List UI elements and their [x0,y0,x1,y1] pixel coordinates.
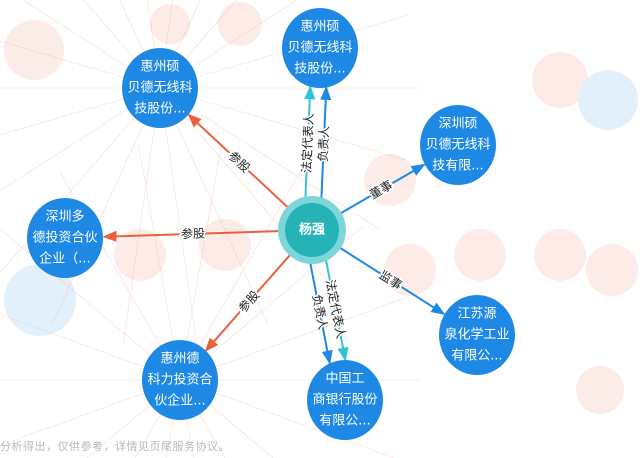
company-node-label-line: 深圳硕 [438,117,477,132]
edge-label: 法定代表人 [299,113,317,174]
edge-line [320,85,332,201]
company-node-label-line: 贝德无线科 [127,81,192,96]
edge-line [204,251,293,352]
company-node-label-line: 中国工 [325,372,364,387]
center-node-person[interactable]: 杨强 [278,196,346,264]
company-node-label-line: 技有限... [432,159,483,174]
edge-n6-role[interactable]: 负责人 [308,260,333,365]
company-node-label-line: 有限公... [319,414,370,429]
background-decoration [4,2,638,414]
edge-line [337,163,426,216]
edge-label: 参股 [181,225,205,241]
company-node-label-line: 企业（... [39,251,90,267]
edge-line [308,260,333,365]
edge-label: 负责人 [316,126,332,163]
company-node-label-line: 贝德无线科 [287,41,352,56]
company-node-label-line: 江苏源 [457,306,496,322]
company-node-label-line: 技股份... [134,102,185,117]
edge-line [324,257,349,362]
company-node-label-line: 伙企业... [154,393,205,409]
company-node-label-line: 商银行股份 [312,393,377,408]
edge-line [304,85,316,200]
disclaimer-text: 分析得出，仅供参考，详情见页尾服务协议。 [0,440,230,453]
company-node[interactable]: 惠州硕贝德无线科技股份... [122,48,198,128]
edge-line [187,113,291,211]
edge-line [336,245,446,315]
company-node[interactable]: 惠州硕贝德无线科技股份... [282,8,358,88]
company-node-label-line: 技股份... [294,62,345,77]
company-node-label-line: 惠州硕 [300,20,339,35]
company-node[interactable]: 深圳硕贝德无线科技有限... [420,105,496,185]
company-node[interactable]: 惠州德科力投资合伙企业... [142,340,218,420]
company-node-label-line: 贝德无线科 [425,138,490,153]
edge-n1-role[interactable]: 负责人 [315,85,333,201]
company-node[interactable]: 深圳多德投资合伙企业（... [27,198,103,278]
edge-line [102,229,283,242]
edge-n1-legal[interactable]: 法定代表人 [297,85,318,200]
company-node-label-line: 惠州硕 [140,60,179,75]
company-node-label-line: 深圳多 [45,209,84,225]
company-node-label-line: 泉化学工业 [444,327,509,343]
company-node-label-line: 惠州德 [160,352,199,367]
company-node-label-line: 有限公... [451,349,502,364]
edge-n4-share[interactable]: 参股 [102,224,283,243]
center-node-label: 杨强 [299,222,325,238]
company-node[interactable]: 中国工商银行股份有限公... [307,360,383,440]
company-node-label-line: 科力投资合 [147,372,212,388]
company-node-label-line: 德投资合伙 [32,230,97,246]
company-node[interactable]: 江苏源泉化学工业有限公... [439,295,515,375]
